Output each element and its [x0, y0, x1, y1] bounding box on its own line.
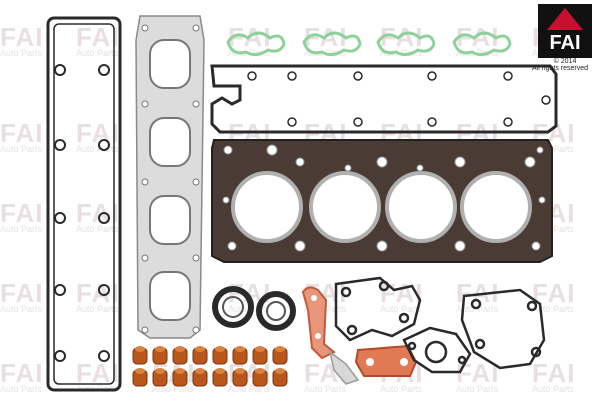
valve-stem-seal	[132, 346, 148, 365]
valve-stem-seal	[212, 368, 228, 387]
valve-stem-seal	[152, 368, 168, 387]
watermark-brand: FAI	[76, 198, 120, 228]
valve-stem-seal	[272, 368, 288, 387]
copyright-text: © 2014	[553, 58, 577, 65]
watermark-brand: FAI	[76, 22, 120, 52]
watermark-sub: Auto Parts	[76, 48, 119, 58]
watermark-brand: FAI	[0, 278, 44, 308]
housing-gaskets	[334, 276, 546, 374]
valve-stem-seal	[132, 368, 148, 387]
watermark-sub: Auto Parts	[76, 304, 119, 314]
watermark-brand: FAI	[0, 198, 44, 228]
valve-stem-seal	[272, 346, 288, 365]
watermark-brand: FAI	[532, 358, 576, 388]
logo-text: FAI	[549, 32, 581, 54]
valve-stem-seals	[132, 346, 288, 387]
watermark-sub: Auto Parts	[532, 304, 575, 314]
watermark-brand: FAI	[76, 278, 120, 308]
valve-stem-seal	[152, 346, 168, 365]
watermark-sub: Auto Parts	[0, 304, 43, 314]
watermark-brand: FAI	[76, 118, 120, 148]
watermark-sub: Auto Parts	[380, 304, 423, 314]
watermark-sub: Auto Parts	[532, 224, 575, 234]
cylinder-head-gasket	[211, 139, 553, 263]
valve-stem-seal	[252, 346, 268, 365]
watermark-sub: Auto Parts	[76, 224, 119, 234]
inlet-gaskets-green	[226, 31, 512, 57]
watermark-sub: Auto Parts	[228, 384, 271, 394]
watermark-sub: Auto Parts	[0, 48, 43, 58]
rights-text: All rights reserved	[531, 65, 589, 72]
gasket-set-drawing	[46, 15, 558, 392]
watermark-sub: Auto Parts	[0, 384, 43, 394]
watermark-sub: Auto Parts	[304, 384, 347, 394]
watermark-brand: FAI	[532, 278, 576, 308]
watermark-brand: FAI	[0, 358, 44, 388]
valve-stem-seal	[192, 346, 208, 365]
rocker-cover-gasket	[210, 64, 558, 134]
watermark-sub: Auto Parts	[0, 144, 43, 154]
watermark-brand: FAI	[0, 22, 44, 52]
valve-stem-seal	[232, 346, 248, 365]
watermark-sub: Auto Parts	[532, 144, 575, 154]
brand-logo: FAI © 2014 All rights reserved	[532, 4, 594, 72]
valve-stem-seal	[232, 368, 248, 387]
watermark-brand: FAI	[76, 358, 120, 388]
watermark-sub: Auto Parts	[76, 144, 119, 154]
logo-triangle-icon	[547, 8, 583, 30]
valve-stem-seal	[252, 368, 268, 387]
watermark-sub: Auto Parts	[152, 384, 195, 394]
valve-stem-seal	[212, 346, 228, 365]
valve-cover-gasket-left	[46, 16, 122, 392]
watermark-brand: FAI	[0, 118, 44, 148]
valve-stem-seal	[172, 346, 188, 365]
exhaust-manifold-gasket	[135, 15, 205, 339]
watermark-sub: Auto Parts	[456, 384, 499, 394]
round-seals	[212, 286, 296, 331]
valve-stem-seal	[172, 368, 188, 387]
watermark-sub: Auto Parts	[532, 384, 575, 394]
watermark-sub: Auto Parts	[380, 384, 423, 394]
valve-stem-seal	[192, 368, 208, 387]
logo-mark: FAI	[538, 4, 592, 58]
watermark-sub: Auto Parts	[0, 224, 43, 234]
